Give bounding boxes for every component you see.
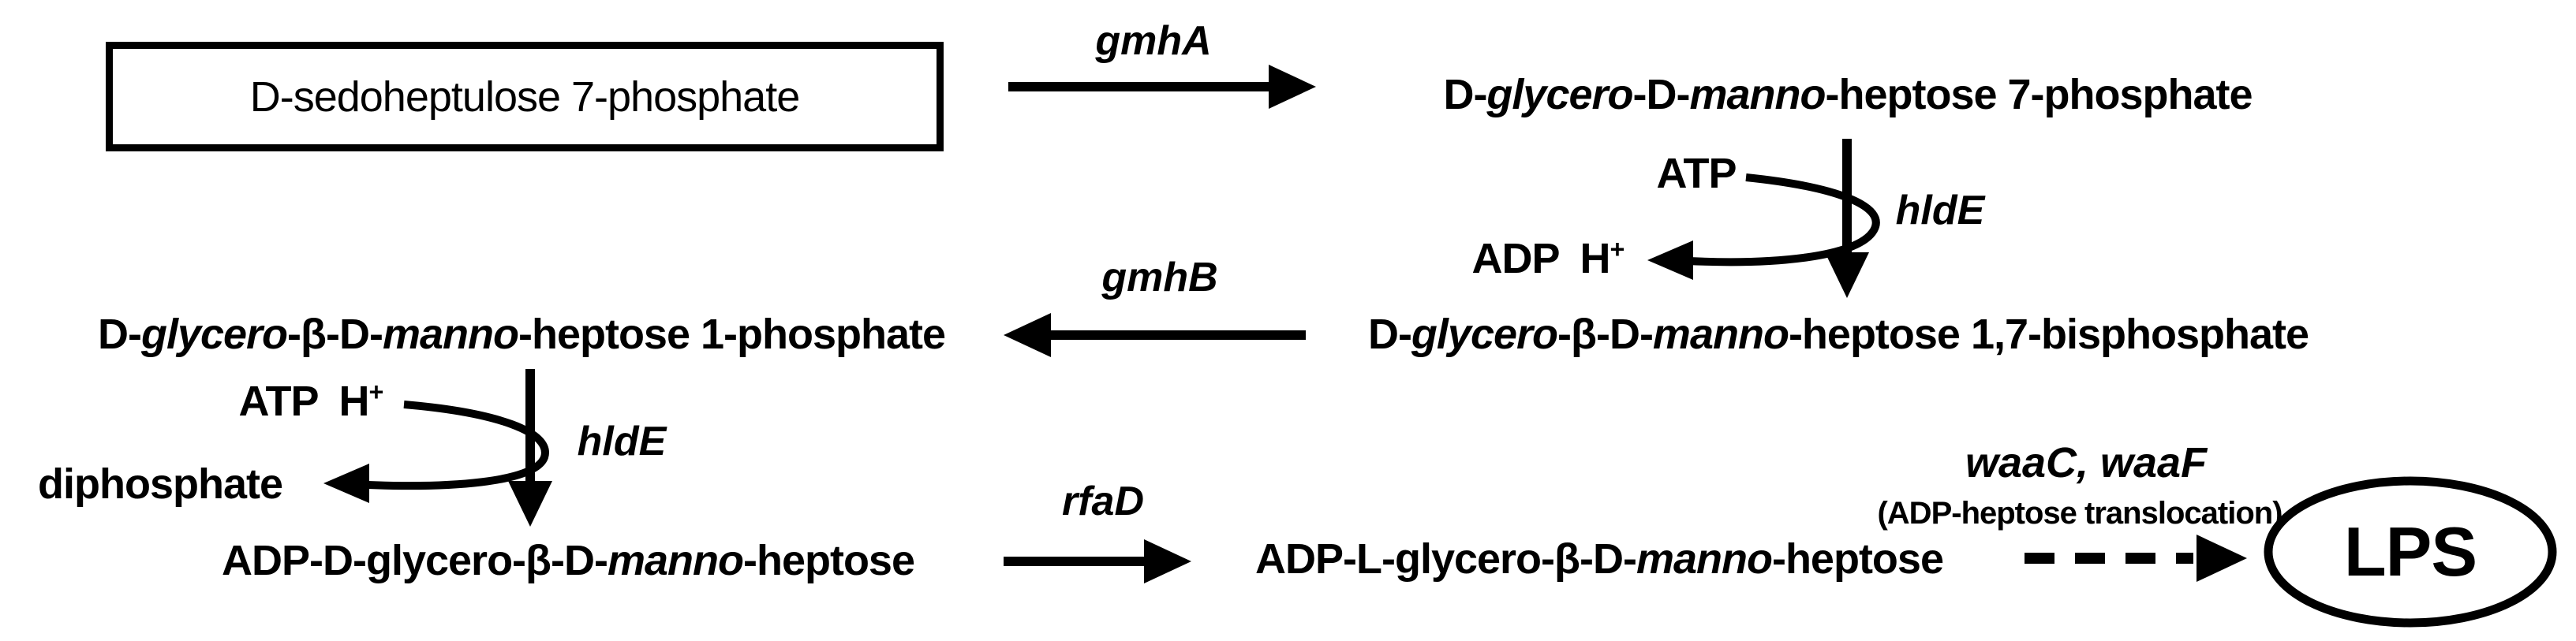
compound-adp-l-glycero-b-d-manno-heptose: ADP-L-glycero-β-D-manno-heptose xyxy=(1255,535,1944,583)
enzyme-label-hlde-top: hldE xyxy=(1895,188,1985,233)
compound-d-glycero-b-d-manno-heptose-1-7-bisphosphate: D-glycero-β-D-manno-heptose 1,7-bisphosp… xyxy=(1367,311,2309,358)
arrow-gmha-right xyxy=(1008,65,1316,109)
dashed-arrow-translocation xyxy=(2025,535,2247,582)
enzyme-label-hlde-left: hldE xyxy=(577,419,667,464)
enzyme-label-gmhb: gmhB xyxy=(1101,255,1218,300)
arrow-rfad-right xyxy=(1004,539,1191,583)
compound-d-glycero-b-d-manno-heptose-1-phosphate: D-glycero-β-D-manno-heptose 1-phosphate xyxy=(97,311,946,358)
lps-label: LPS xyxy=(2343,512,2477,591)
cofactor-atp-top: ATP xyxy=(1656,150,1737,197)
substrate-box: D-sedoheptulose 7-phosphate xyxy=(106,42,944,151)
lps-ellipse xyxy=(2264,476,2557,628)
enzyme-label-waac-waaf: waaC, waaF xyxy=(1965,439,2208,486)
cofactor-adp-h-top: ADP H+ xyxy=(1471,235,1625,282)
curved-arrow-atp-diphosphate-left xyxy=(323,401,549,503)
compound-adp-d-glycero-b-d-manno-heptose: ADP-D-glycero-β-D-manno-heptose xyxy=(221,537,915,584)
cofactor-diphosphate: diphosphate xyxy=(38,460,283,508)
arrow-hlde-down-top xyxy=(1825,139,1869,298)
cofactor-atp-h-left: ATP H+ xyxy=(238,378,384,425)
annotation-adp-heptose-translocation: (ADP-heptose translocation) xyxy=(1877,496,2283,531)
arrow-gmhb-left xyxy=(1004,313,1306,357)
compound-sedoheptulose-7-phosphate: D-sedoheptulose 7-phosphate xyxy=(249,73,801,121)
compound-d-glycero-d-manno-heptose-7-phosphate: D-glycero-D-manno-heptose 7-phosphate xyxy=(1443,71,2253,118)
curved-arrow-atp-adp-top xyxy=(1647,173,1880,280)
enzyme-label-rfad: rfaD xyxy=(1061,479,1145,524)
enzyme-label-gmha: gmhA xyxy=(1095,18,1212,64)
